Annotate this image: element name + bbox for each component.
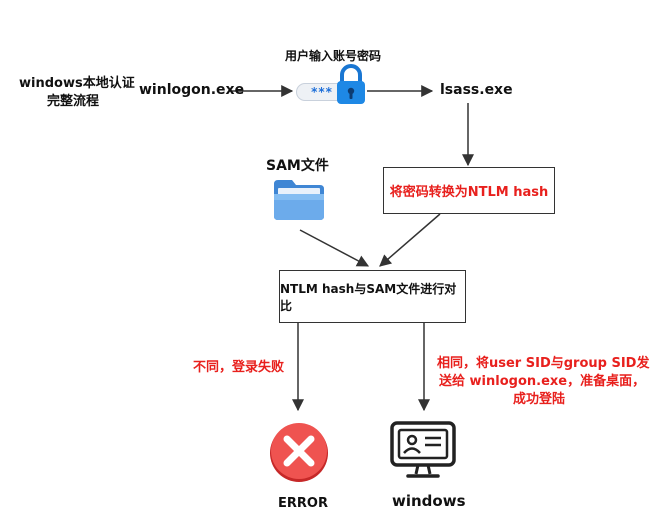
convert-box-label: 将密码转换为NTLM hash	[389, 185, 549, 200]
user-input-label: 用户输入账号密码	[285, 49, 382, 63]
sam-file-label: SAM文件	[266, 158, 329, 174]
error-x-icon	[270, 423, 328, 482]
success-label-line2: 送给 winlogon.exe，准备桌面，	[439, 374, 646, 389]
folder-icon	[274, 180, 324, 220]
lock-icon	[337, 64, 365, 104]
success-label-line3: 成功登陆	[513, 392, 566, 407]
winlogon-label: winlogon.exe	[139, 82, 245, 98]
password-field-icon: ***	[296, 83, 348, 101]
diagram-title-line2: 完整流程	[47, 94, 100, 109]
lsass-label: lsass.exe	[440, 82, 513, 98]
arrow-convert-to-compare	[379, 213, 441, 267]
compare-box: NTLM hash与SAM文件进行对比	[279, 270, 466, 323]
convert-to-ntlm-box: 将密码转换为NTLM hash	[383, 167, 555, 214]
fail-label: 不同，登录失败	[193, 360, 285, 375]
compare-box-label: NTLM hash与SAM文件进行对比	[280, 281, 457, 313]
success-label-line1: 相同，将user SID与group SID发	[437, 356, 650, 371]
error-label: ERROR	[278, 496, 328, 511]
diagram-title-line1: windows本地认证	[19, 76, 135, 91]
monitor-user-icon	[390, 421, 456, 478]
password-mask: ***	[311, 85, 333, 99]
windows-label: windows	[392, 492, 466, 510]
arrow-sam-to-compare	[299, 229, 370, 267]
